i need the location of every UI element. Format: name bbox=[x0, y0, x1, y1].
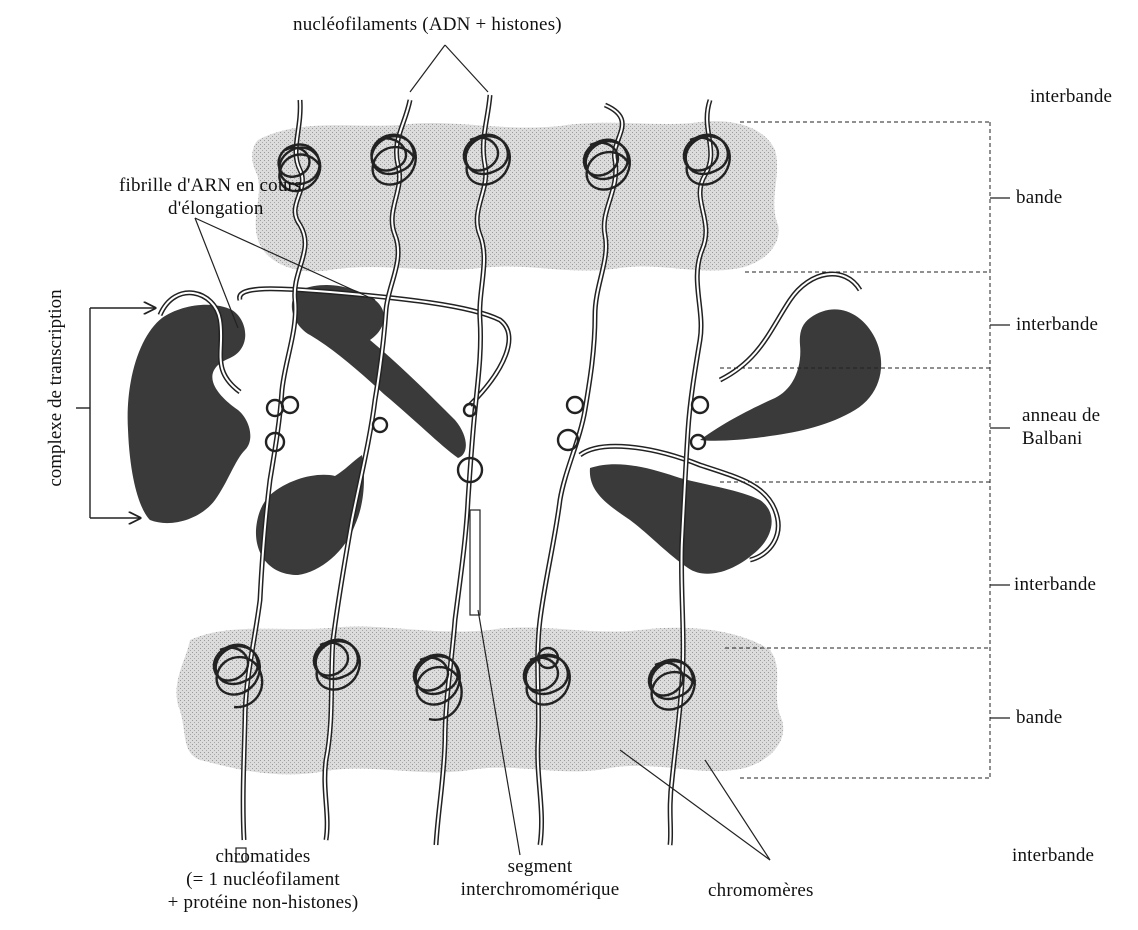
label-nucleofilaments: nucléofilaments (ADN + histones) bbox=[293, 14, 562, 36]
label-chromatides-line3: + protéine non-histones) bbox=[148, 892, 378, 914]
label-anneau-line2: Balbani bbox=[1022, 428, 1083, 450]
label-chromatides-line1: chromatides bbox=[168, 846, 358, 868]
label-bande-1: bande bbox=[1016, 187, 1062, 209]
label-chromatides-line2: (= 1 nucléofilament bbox=[168, 869, 358, 891]
label-interbande-1: interbande bbox=[1030, 86, 1112, 108]
label-interbande-3: interbande bbox=[1014, 574, 1096, 596]
label-complexe-transcription: complexe de transcription bbox=[45, 289, 67, 486]
label-fibrille-line2: d'élongation bbox=[168, 198, 264, 220]
label-fibrille-line1: fibrille d'ARN en cours bbox=[119, 175, 302, 197]
label-segment-line1: segment bbox=[450, 856, 630, 878]
region-ticks bbox=[990, 198, 1010, 718]
label-anneau-line1: anneau de bbox=[1022, 405, 1100, 427]
label-chromomeres: chromomères bbox=[708, 880, 814, 902]
segment-marker bbox=[470, 510, 480, 615]
label-segment-line2: interchromomérique bbox=[430, 879, 650, 901]
puff-left-large bbox=[128, 305, 251, 523]
label-interbande-2: interbande bbox=[1016, 314, 1098, 336]
label-interbande-4: interbande bbox=[1012, 845, 1094, 867]
label-bande-2: bande bbox=[1016, 707, 1062, 729]
lower-band bbox=[177, 626, 784, 774]
